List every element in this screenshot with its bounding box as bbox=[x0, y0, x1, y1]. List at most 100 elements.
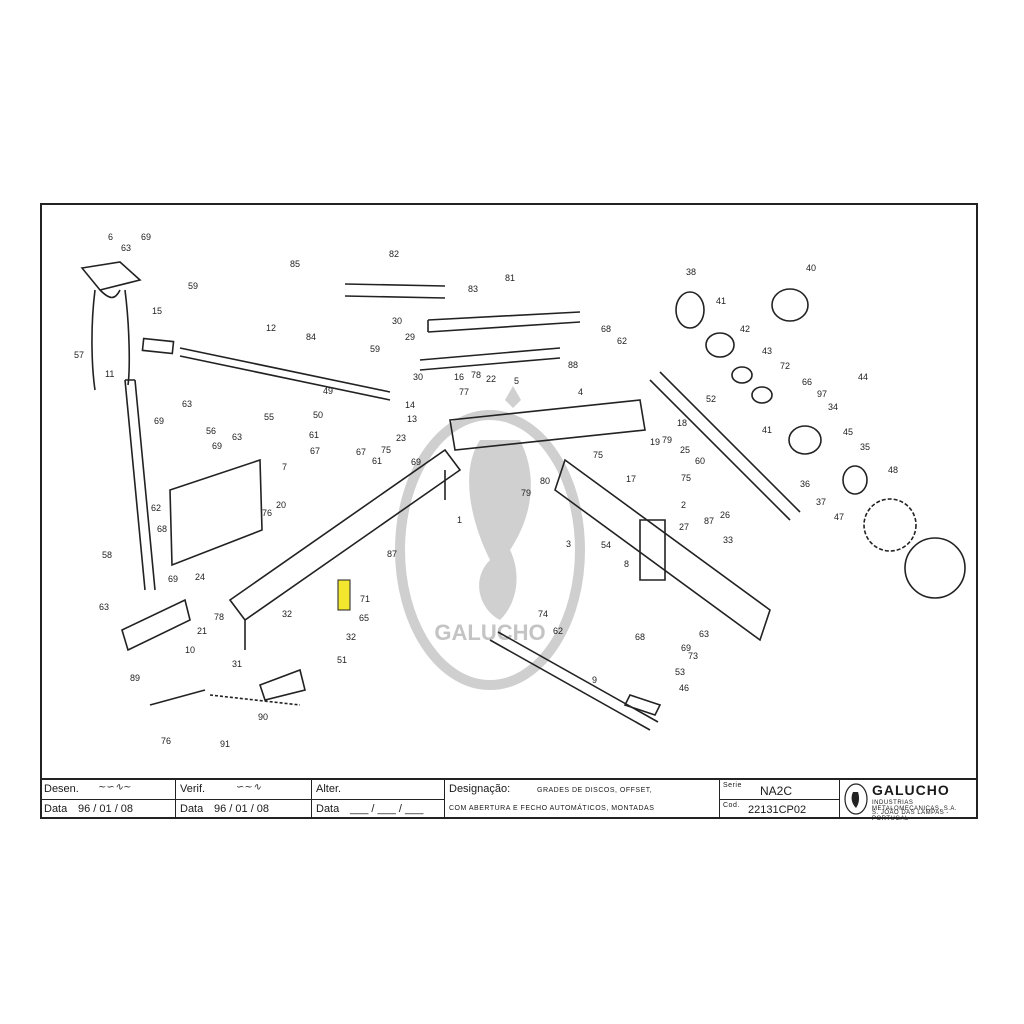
part-4-frame bbox=[449, 399, 646, 451]
callout: 63 bbox=[232, 432, 242, 442]
callout: 90 bbox=[258, 712, 268, 722]
watermark-rooster-icon bbox=[469, 386, 531, 620]
callout: 17 bbox=[626, 474, 636, 484]
part-6-headstock bbox=[80, 261, 142, 291]
callout: 63 bbox=[699, 629, 709, 639]
callout: 62 bbox=[617, 336, 627, 346]
cod-value: 22131CP02 bbox=[748, 804, 807, 816]
callout: 36 bbox=[800, 479, 810, 489]
callout: 40 bbox=[806, 263, 816, 273]
callout: 27 bbox=[679, 522, 689, 532]
callout: 21 bbox=[197, 626, 207, 636]
designacao-cell: Designação: GRADES DE DISCOS, OFFSET, CO… bbox=[445, 780, 720, 819]
callout: 69 bbox=[411, 457, 421, 467]
data-label: Data bbox=[44, 803, 68, 815]
callout: 22 bbox=[486, 374, 496, 384]
callout: 44 bbox=[858, 372, 868, 382]
serie-label: Serie bbox=[723, 782, 742, 789]
part-38-housing bbox=[771, 288, 809, 322]
callout: 30 bbox=[392, 316, 402, 326]
part-44-housing bbox=[788, 425, 822, 455]
callout: 6 bbox=[108, 232, 113, 242]
part-34-shaft bbox=[649, 371, 801, 521]
callout: 32 bbox=[282, 609, 292, 619]
part-81-cylinder bbox=[427, 311, 581, 333]
callout: 38 bbox=[686, 267, 696, 277]
callout: 2 bbox=[681, 500, 686, 510]
callout: 13 bbox=[407, 414, 417, 424]
callout: 85 bbox=[290, 259, 300, 269]
part-45-hub bbox=[842, 465, 868, 495]
callout: 59 bbox=[188, 281, 198, 291]
part-82-hoses bbox=[344, 283, 446, 299]
part-11-upright bbox=[124, 379, 156, 591]
callout: 49 bbox=[323, 386, 333, 396]
callout: 74 bbox=[538, 609, 548, 619]
callout: 37 bbox=[816, 497, 826, 507]
callout: 3 bbox=[566, 539, 571, 549]
callout: 83 bbox=[468, 284, 478, 294]
verif-signature-icon: ∽~∿ bbox=[236, 782, 262, 793]
callout: 84 bbox=[306, 332, 316, 342]
callout: 42 bbox=[740, 324, 750, 334]
callout: 62 bbox=[553, 626, 563, 636]
callout: 18 bbox=[677, 418, 687, 428]
serie-divider bbox=[720, 799, 840, 800]
machine-parts bbox=[80, 261, 966, 731]
part-71-bushing-highlight bbox=[337, 579, 351, 611]
callout: 41 bbox=[716, 296, 726, 306]
callout: 87 bbox=[387, 549, 397, 559]
callout: 45 bbox=[843, 427, 853, 437]
callout: 78 bbox=[214, 612, 224, 622]
callout: 75 bbox=[593, 450, 603, 460]
callout: 79 bbox=[662, 435, 672, 445]
callout: 88 bbox=[568, 360, 578, 370]
callout: 11 bbox=[105, 369, 114, 379]
callout: 78 bbox=[471, 370, 481, 380]
part-48-plain-disc bbox=[904, 537, 966, 599]
callout: 25 bbox=[680, 445, 690, 455]
title-block-divider bbox=[40, 799, 445, 800]
desen-signature-icon: ~∽∿~ bbox=[98, 782, 132, 793]
callout: 75 bbox=[681, 473, 691, 483]
callout: 20 bbox=[276, 500, 286, 510]
part-2-beam bbox=[554, 458, 771, 642]
callout-labels: 6 63 69 57 11 58 63 59 15 63 69 12 56 63… bbox=[74, 232, 898, 749]
designacao-line-1: GRADES DE DISCOS, OFFSET, bbox=[537, 787, 653, 794]
serie-value: NA2C bbox=[760, 784, 793, 798]
alter-cell: Alter. Data ___ / ___ / ___ bbox=[312, 780, 445, 819]
callout: 62 bbox=[151, 503, 161, 513]
callout: 63 bbox=[121, 243, 131, 253]
title-block: Desen. ~∽∿~ Data 96 / 01 / 08 Verif. ∽~∿… bbox=[40, 778, 978, 822]
callout: 69 bbox=[681, 643, 691, 653]
callout: 48 bbox=[888, 465, 898, 475]
data-label: Data bbox=[316, 803, 340, 815]
callout: 67 bbox=[310, 446, 320, 456]
callout: 57 bbox=[74, 350, 84, 360]
callout: 23 bbox=[396, 433, 406, 443]
callout: 52 bbox=[706, 394, 716, 404]
callout: 81 bbox=[505, 273, 515, 283]
callout: 32 bbox=[346, 632, 356, 642]
callout: 75 bbox=[381, 445, 391, 455]
company-cell: GALUCHO INDUSTRIAS METALOMECANICAS, S.A.… bbox=[840, 780, 976, 822]
callout: 55 bbox=[264, 412, 274, 422]
callout: 56 bbox=[206, 426, 216, 436]
callout: 76 bbox=[161, 736, 171, 746]
part-10-arm bbox=[121, 598, 191, 652]
cod-label: Cod. bbox=[723, 802, 740, 809]
callout: 5 bbox=[514, 376, 519, 386]
callout: 26 bbox=[720, 510, 730, 520]
alter-date: ___ / ___ / ___ bbox=[350, 803, 424, 815]
callout: 72 bbox=[780, 361, 790, 371]
callout: 69 bbox=[168, 574, 178, 584]
callout: 68 bbox=[635, 632, 645, 642]
callout: 89 bbox=[130, 673, 140, 683]
callout: 91 bbox=[220, 739, 230, 749]
part-9-bracket bbox=[623, 694, 662, 716]
desen-date: 96 / 01 / 08 bbox=[78, 803, 134, 815]
callout: 14 bbox=[405, 400, 415, 410]
part-40-hub bbox=[705, 332, 735, 358]
callout: 77 bbox=[459, 387, 469, 397]
